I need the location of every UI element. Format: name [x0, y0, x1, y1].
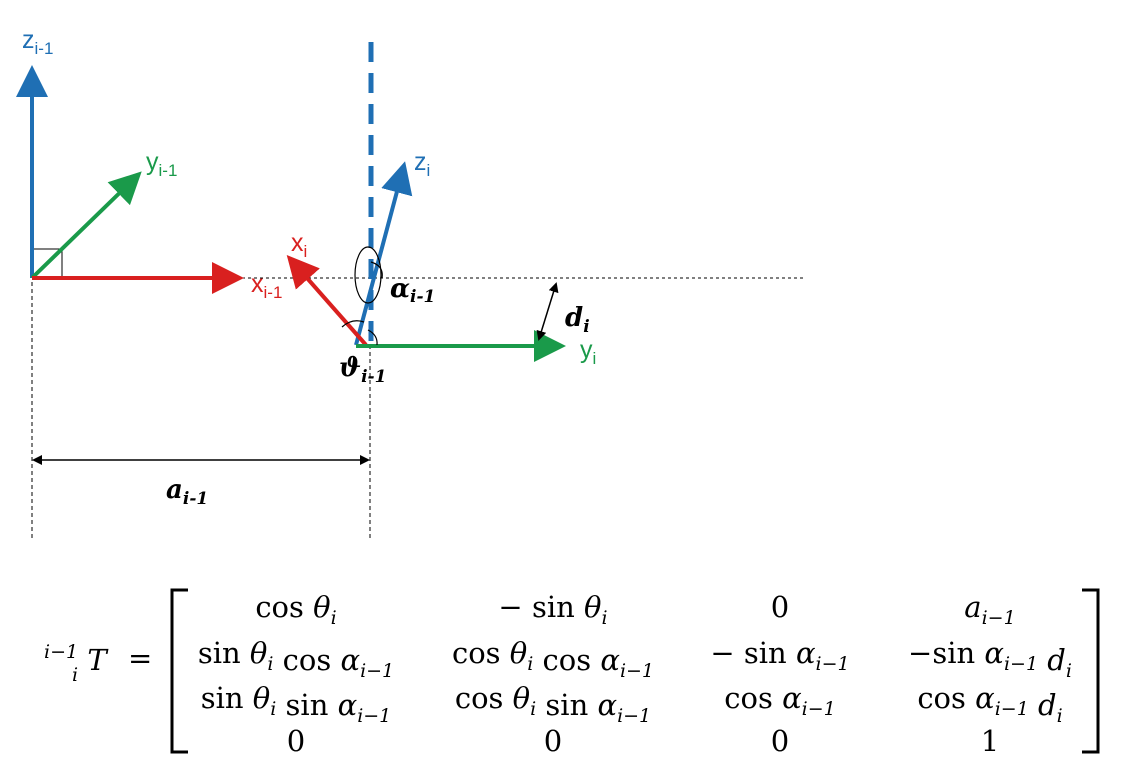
matrix-cell-r3-c1: sin θi sin αi−1: [201, 681, 392, 727]
d-label: di: [565, 303, 590, 337]
matrix-cell-r4-c4: 1: [981, 724, 999, 758]
matrix-cell-r4-c1: 0: [287, 724, 305, 758]
z-prev-label: zi-1: [22, 26, 53, 58]
zi-label: zi: [414, 148, 430, 180]
alpha-rotation-ellipse: [354, 246, 382, 304]
matrix-cell-r3-c2: cos θi sin αi−1: [455, 681, 651, 727]
theta-angle-arc-2: [367, 329, 378, 346]
matrix-left-bracket: [170, 588, 188, 754]
matrix-cells: cos θi − sin θi 0 ai−1 sin θi cos αi−1 cos θi…: [198, 590, 1072, 758]
xi-label: xi: [291, 229, 307, 261]
matrix-cell-r3-c3: cos αi−1: [724, 681, 836, 720]
matrix-cell-r4-c3: 0: [771, 724, 789, 758]
matrix-cell-r1-c3: 0: [771, 590, 789, 624]
matrix-cell-r1-c1: cos θi: [255, 590, 336, 629]
xi-axis-arrow: [286, 254, 368, 347]
equation-lhs: i−1 T: [44, 631, 109, 677]
matrix-cell-r2-c4: −sin αi−1 di: [908, 636, 1072, 682]
theta-label: ϑi-1: [339, 353, 386, 387]
matrix-right-bracket: [1082, 588, 1100, 754]
alpha-label: αi-1: [390, 274, 435, 307]
zi-axis-arrow: [354, 161, 413, 346]
equation-lhs-sub: i: [72, 664, 78, 686]
matrix-cell-r2-c1: sin θi cos αi−1: [198, 636, 394, 682]
alpha-angle-arc: [370, 261, 383, 279]
y-prev-axis-arrow: [30, 171, 142, 280]
y-prev-label: yi-1: [146, 148, 177, 180]
matrix-cell-r4-c2: 0: [544, 724, 562, 758]
matrix-cell-r1-c4: ai−1: [964, 590, 1015, 629]
equation-equals: =: [128, 641, 152, 675]
matrix-cell-r2-c2: cos θi cos αi−1: [452, 636, 654, 682]
matrix-cell-r2-c3: − sin αi−1: [710, 636, 849, 675]
yi-label: yi: [580, 336, 596, 368]
transform-equation: i−1 T i = cos θi − sin θi 0 ai−1 sin θi cos …: [44, 588, 1100, 758]
a-label: ai-1: [166, 475, 208, 509]
d-dimension-arrow: [536, 282, 559, 341]
theta-angle-arc: [341, 320, 365, 328]
matrix-cell-r3-c4: cos αi−1 di: [917, 681, 1062, 727]
x-prev-label: xi-1: [251, 270, 282, 302]
matrix-cell-r1-c2: − sin θi: [498, 590, 607, 629]
